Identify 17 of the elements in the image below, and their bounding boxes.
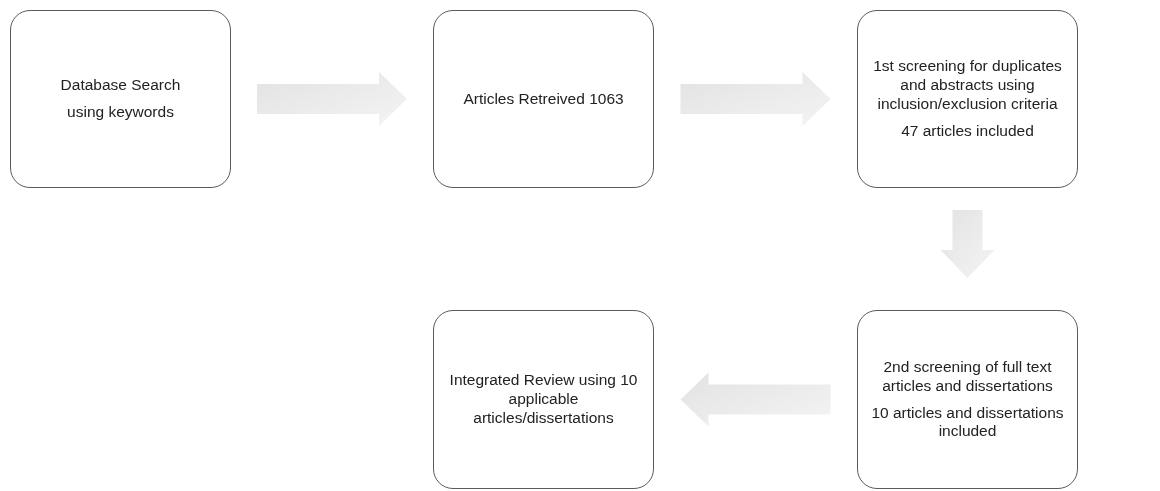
process-box	[433, 310, 654, 489]
box-text: Database Search	[60, 76, 181, 95]
box-text: using keywords	[67, 103, 174, 122]
box-text: 10 articles and dissertations included	[870, 403, 1065, 442]
process-box	[433, 10, 654, 188]
box-text: 2nd screening of full text articles and dissertations	[881, 357, 1054, 396]
block-arrow	[680, 72, 831, 126]
box-text: 1st screening for duplicates and abstracts using inclusion/exclusion criteria	[872, 57, 1063, 114]
box-text: 47 articles included	[901, 121, 1034, 141]
process-box	[857, 10, 1078, 188]
block-arrow	[940, 210, 995, 278]
process-box	[10, 10, 231, 188]
box-text: Articles Retreived 1063	[463, 89, 624, 109]
block-arrow	[680, 372, 831, 427]
box-text: Integrated Review using 10 applicable articles/dissertations	[448, 371, 639, 428]
process-box	[857, 310, 1078, 489]
block-arrow	[257, 72, 407, 126]
